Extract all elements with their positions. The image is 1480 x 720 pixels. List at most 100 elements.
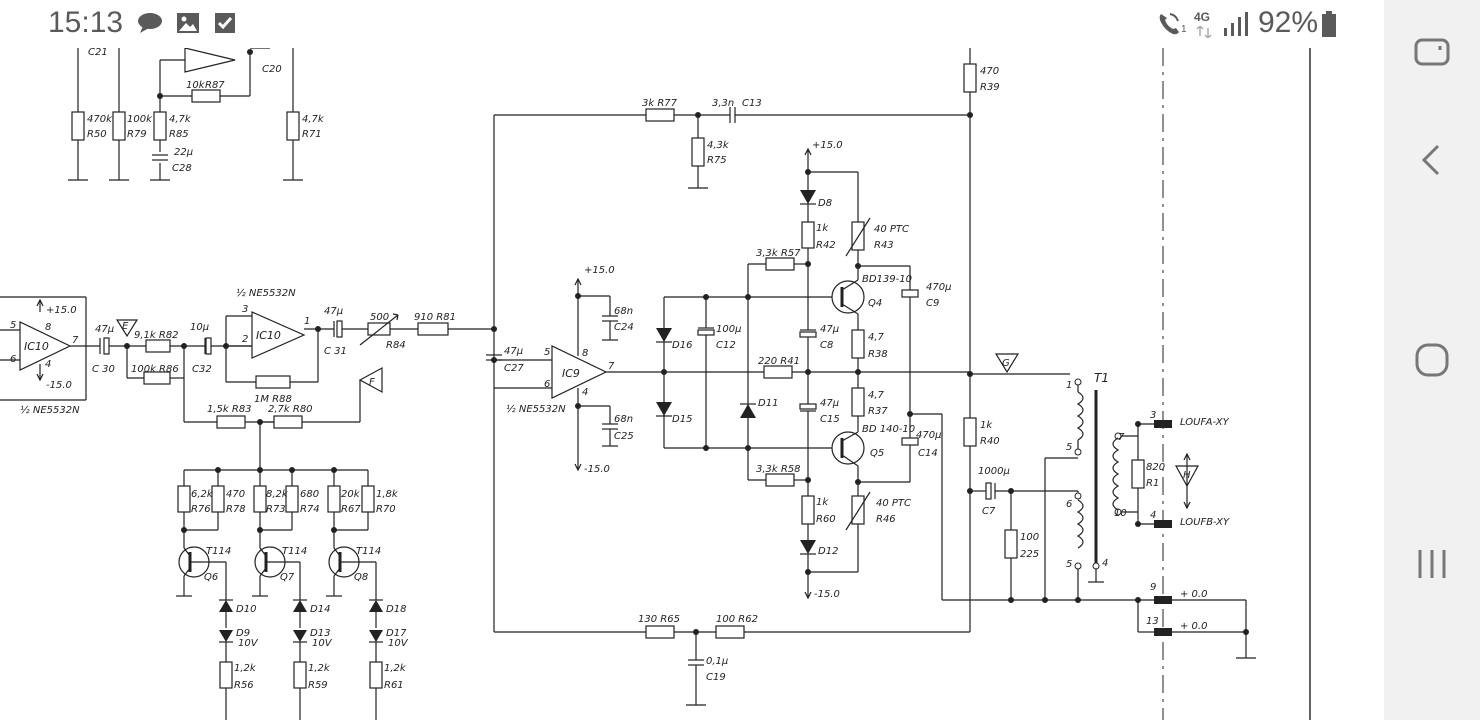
- connector-pin4: 4: [1150, 510, 1156, 521]
- label-t114-q7: T114: [282, 546, 307, 557]
- ic10-left-pin8: 8: [45, 322, 51, 333]
- label-c13: C13: [742, 98, 762, 109]
- label-r67-value: 20k: [341, 489, 361, 500]
- label-r67: R67: [341, 504, 361, 515]
- connector-pin3: 3: [1150, 410, 1156, 421]
- transistor-stage-q8: [326, 470, 383, 720]
- label-r75: R75: [707, 155, 727, 166]
- label-r41: 220 R41: [758, 356, 800, 367]
- label-d13-voltage: 10V: [312, 638, 333, 649]
- label-r56: R56: [234, 680, 254, 691]
- label-c12: C12: [716, 340, 736, 351]
- label-r1-value: 820: [1146, 462, 1165, 473]
- ic9-supply-plus: +15.0: [584, 265, 615, 276]
- label-c7-value: 1000µ: [978, 466, 1010, 477]
- label-c32: C32: [192, 364, 212, 375]
- label-q4: Q4: [868, 298, 882, 309]
- label-r70-value: 1,8k: [376, 489, 399, 500]
- connector-pin13: 13: [1146, 616, 1159, 627]
- status-clock: 15:13: [48, 6, 124, 39]
- label-r80: 2,7k R80: [268, 404, 313, 415]
- label-r87-ref: R87: [205, 80, 225, 91]
- label-r76: R76: [191, 504, 211, 515]
- back-icon[interactable]: [1412, 140, 1452, 180]
- top-left-partial-circuit: [68, 47, 303, 181]
- label-plus15-rail: +15.0: [812, 140, 843, 151]
- label-r88: 1M R88: [254, 394, 292, 405]
- transistor-stage-q7: [252, 470, 307, 720]
- label-r37-value: 4,7: [868, 390, 885, 401]
- label-r73-value: 8,2k: [266, 489, 289, 500]
- label-r38: R38: [868, 349, 888, 360]
- label-t114-q8: T114: [356, 546, 381, 557]
- label-d18: D18: [386, 604, 406, 615]
- ic9-pin8: 8: [582, 348, 588, 359]
- app-drawer-icon[interactable]: [1412, 544, 1452, 584]
- label-r39-value: 470: [980, 66, 999, 77]
- connector-h: H: [1183, 470, 1191, 481]
- t1-pin6: 6: [1066, 499, 1072, 510]
- t1-pin7: 7: [1118, 432, 1125, 443]
- ic10-left-type: ½ NE5532N: [20, 404, 80, 416]
- ic10-left-minus: -15.0: [46, 380, 72, 391]
- label-r59: R59: [308, 680, 328, 691]
- label-c19: C19: [706, 672, 726, 683]
- label-r85: R85: [169, 129, 189, 140]
- label-loufb: LOUFB-XY: [1180, 517, 1230, 528]
- connector-pin9: 9: [1150, 582, 1156, 593]
- circuit-schematic[interactable]: C21 470k R50 100k R79 4,7k R85 22µ C28 1…: [0, 0, 1384, 720]
- label-c7: C7: [982, 506, 996, 517]
- label-r39: R39: [980, 82, 1000, 93]
- label-r42-value: 1k: [816, 223, 829, 234]
- label-d9-voltage: 10V: [238, 638, 259, 649]
- label-r37: R37: [868, 406, 888, 417]
- label-d11: D11: [758, 398, 778, 409]
- label-r77: 3k R77: [642, 98, 678, 109]
- label-r83: 1,5k R83: [207, 404, 252, 415]
- ic9-supply-minus: -15.0: [584, 464, 610, 475]
- label-d13: D13: [310, 628, 330, 639]
- label-r40-value: 1k: [980, 420, 993, 431]
- label-d9: D9: [236, 628, 250, 639]
- label-d14: D14: [310, 604, 330, 615]
- label-r61: R61: [384, 680, 404, 691]
- battery-icon: [1322, 11, 1336, 37]
- label-c20: C20: [262, 64, 282, 75]
- ic10-gain-stage: [216, 311, 497, 429]
- label-d15: D15: [672, 414, 692, 425]
- label-c12-value: 100µ: [716, 324, 741, 335]
- signal-bars-icon: [1224, 12, 1248, 36]
- label-r61-value: 1,2k: [384, 663, 407, 674]
- ic10-left-pin7: 7: [72, 335, 79, 346]
- gallery-icon: [177, 13, 199, 33]
- connector-f: F: [369, 377, 375, 388]
- label-r56-value: 1,2k: [234, 663, 257, 674]
- battery-percentage: 92%: [1258, 6, 1319, 39]
- label-r46: R46: [876, 514, 896, 525]
- ic9-pin6: 6: [544, 379, 550, 390]
- home-icon[interactable]: [1412, 340, 1452, 380]
- label-d10: D10: [236, 604, 256, 615]
- ic9-type: ½ NE5532N: [506, 403, 566, 415]
- recent-apps-icon[interactable]: [1412, 34, 1452, 70]
- label-r43-value: 40 PTC: [874, 224, 909, 235]
- label-r85-value: 4,7k: [169, 114, 192, 125]
- label-r1: R1: [1146, 478, 1159, 489]
- label-r82: 9,1k R82: [134, 330, 179, 341]
- label-r79: R79: [127, 129, 147, 140]
- ic10-mid-ref: IC10: [256, 329, 281, 342]
- label-c24: C24: [614, 322, 634, 333]
- label-c24-value: 68n: [614, 306, 633, 317]
- ic10-left-plus: +15.0: [46, 305, 77, 316]
- transistor-switch-bank: [184, 422, 368, 473]
- label-minus15-rail: -15.0: [814, 589, 840, 600]
- label-r38-value: 4,7: [868, 332, 885, 343]
- label-c8: C8: [820, 340, 833, 351]
- label-c14-value: 470µ: [916, 430, 941, 441]
- call-sub-label: 1: [1181, 24, 1187, 35]
- network-type-label: 4G: [1194, 10, 1211, 24]
- ic10-input-stage: [0, 296, 252, 423]
- label-r81: 910 R81: [414, 312, 456, 323]
- label-r75-value: 4,3k: [707, 140, 730, 151]
- label-c27-value: 47µ: [504, 346, 523, 357]
